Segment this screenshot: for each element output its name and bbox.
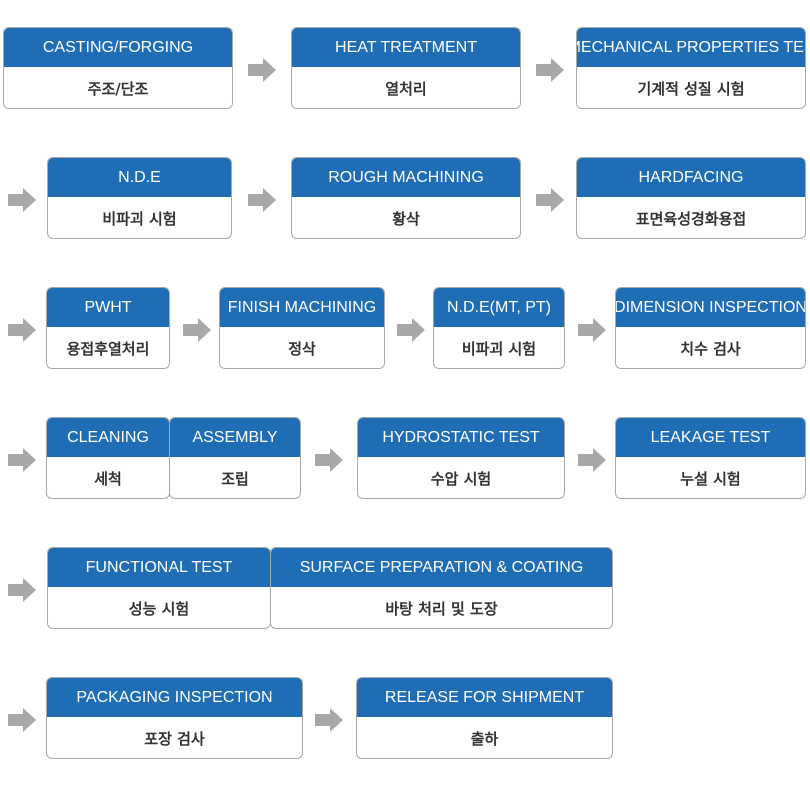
process-step: FINISH MACHINING 정삭 [219,287,385,369]
process-step: HEAT TREATMENT 열처리 [291,27,521,109]
step-title: LEAKAGE TEST [616,418,805,457]
process-step: SURFACE PREPARATION & COATING 바탕 처리 및 도장 [270,547,613,629]
arrow-right-icon [397,318,425,342]
process-step: MECHANICAL PROPERTIES TES 기계적 성질 시험 [576,27,806,109]
arrow-right-icon [8,708,36,732]
step-title: HARDFACING [577,158,805,197]
step-title: PWHT [47,288,169,327]
process-step: LEAKAGE TEST 누설 시험 [615,417,806,499]
step-title: HYDROSTATIC TEST [358,418,564,457]
step-korean-label: 비파괴 시험 [461,339,537,358]
arrow-right-icon [315,448,343,472]
arrow-right-icon [8,188,36,212]
process-step: RELEASE FOR SHIPMENT 출하 [356,677,613,759]
process-step: FUNCTIONAL TEST 성능 시험 [47,547,271,629]
step-korean-label: 비파괴 시험 [102,209,177,228]
process-step: N.D.E(MT, PT) 비파괴 시험 [433,287,565,369]
step-korean-label: 누설 시험 [680,469,741,488]
arrow-right-icon [8,578,36,602]
step-title: ASSEMBLY [170,418,300,457]
step-korean-label: 정삭 [288,339,316,358]
arrow-right-icon [248,58,276,82]
step-title: N.D.E [48,158,231,197]
arrow-right-icon [578,318,606,342]
process-step: CASTING/FORGING 주조/단조 [3,27,233,109]
step-title: RELEASE FOR SHIPMENT [357,678,612,717]
step-title: N.D.E(MT, PT) [434,288,564,327]
step-korean-label: 수압 시험 [430,469,492,488]
step-korean-label: 성능 시험 [128,599,190,618]
step-title: DIMENSION INSPECTION [616,288,805,327]
process-step: ROUGH MACHINING 황삭 [291,157,521,239]
process-step: N.D.E 비파괴 시험 [47,157,232,239]
step-korean-label: 포장 검사 [144,729,205,748]
arrow-right-icon [183,318,211,342]
step-korean-label: 표면육성경화용접 [635,209,747,228]
process-step: ASSEMBLY 조립 [169,417,301,499]
arrow-right-icon [578,448,606,472]
step-korean-label: 바탕 처리 및 도장 [385,599,498,618]
arrow-right-icon [536,188,564,212]
step-korean-label: 주조/단조 [87,79,149,98]
process-step: HARDFACING 표면육성경화용접 [576,157,806,239]
step-title: HEAT TREATMENT [292,28,520,67]
step-korean-label: 세척 [94,469,122,488]
process-step: PACKAGING INSPECTION 포장 검사 [46,677,303,759]
step-title: PACKAGING INSPECTION [47,678,302,717]
step-korean-label: 용접후열처리 [66,339,150,358]
arrow-right-icon [8,448,36,472]
step-title: SURFACE PREPARATION & COATING [271,548,612,587]
step-title: ROUGH MACHINING [292,158,520,197]
arrow-right-icon [248,188,276,212]
step-title: CASTING/FORGING [4,28,232,67]
step-korean-label: 기계적 성질 시험 [637,79,745,98]
step-title: MECHANICAL PROPERTIES TES [577,28,805,67]
step-korean-label: 황삭 [392,209,420,228]
step-title: FINISH MACHINING [220,288,384,327]
step-korean-label: 열처리 [385,79,427,98]
process-step: CLEANING 세척 [46,417,170,499]
step-korean-label: 조립 [221,469,249,488]
step-korean-label: 출하 [470,729,499,748]
step-title: FUNCTIONAL TEST [48,548,270,587]
process-step: HYDROSTATIC TEST 수압 시험 [357,417,565,499]
step-title: CLEANING [47,418,169,457]
arrow-right-icon [536,58,564,82]
process-step: PWHT 용접후열처리 [46,287,170,369]
arrow-right-icon [315,708,343,732]
arrow-right-icon [8,318,36,342]
process-step: DIMENSION INSPECTION 치수 검사 [615,287,806,369]
step-korean-label: 치수 검사 [680,339,741,358]
